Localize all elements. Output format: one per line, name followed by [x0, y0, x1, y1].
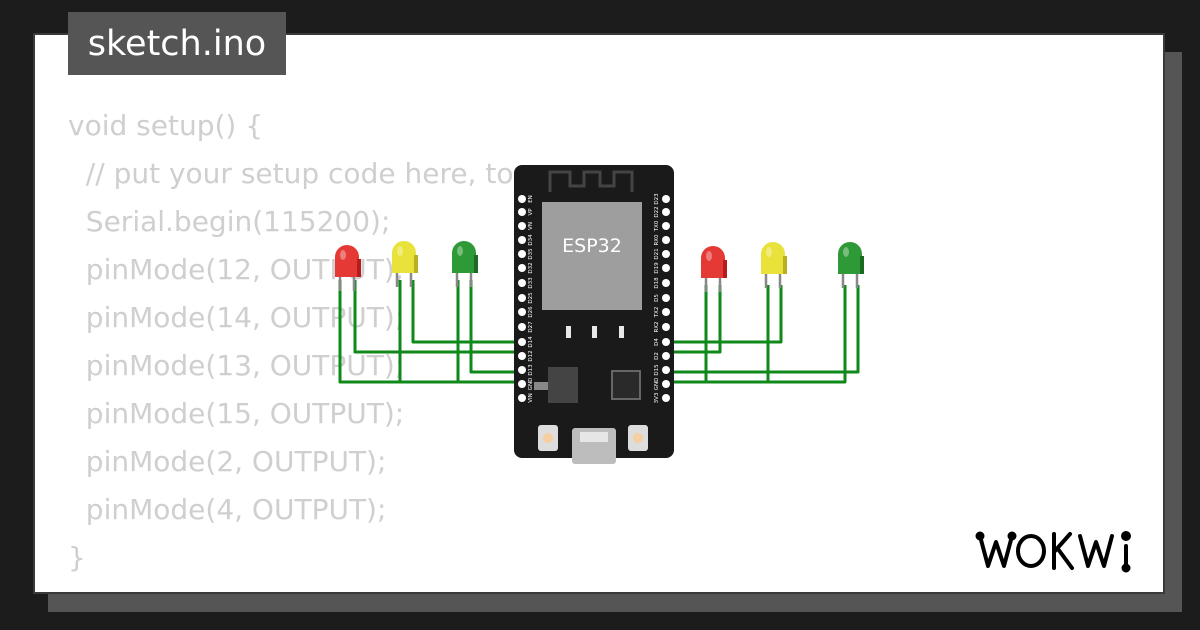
code-line: // put your setup code here, to run once… — [68, 157, 656, 190]
file-name-badge[interactable]: sketch.ino — [68, 12, 286, 75]
pin-label: D33 — [528, 277, 534, 289]
pin-label: D19 — [654, 262, 660, 274]
pin-label: D23 — [654, 193, 660, 205]
pin-label: 3V3 — [654, 392, 660, 403]
pin-label: D5 — [654, 294, 660, 302]
pin-label: D21 — [654, 248, 660, 259]
led[interactable] — [335, 245, 361, 291]
wire — [469, 280, 522, 374]
code-line: pinMode(2, OUTPUT); — [68, 445, 387, 478]
pin-label: TX2 — [654, 307, 660, 319]
chip-label: ESP32 — [562, 235, 622, 257]
led[interactable] — [761, 242, 787, 288]
wire — [666, 285, 847, 384]
pin-label: GND — [654, 378, 660, 391]
pin-label: D4 — [654, 338, 660, 346]
wires — [338, 280, 860, 384]
pin-label: EN — [528, 195, 534, 203]
code-line: pinMode(13, OUTPUT); — [68, 349, 405, 382]
pin-label: TX0 — [654, 220, 660, 232]
led[interactable] — [701, 246, 727, 292]
pin-label: D12 — [528, 350, 534, 361]
code-editor[interactable]: void setup() { // put your setup code he… — [68, 102, 655, 582]
pin-label: D2 — [654, 352, 660, 360]
pin-label: D32 — [528, 262, 534, 273]
led[interactable] — [392, 241, 418, 287]
wire — [666, 285, 783, 344]
usb-serial-chip — [611, 370, 641, 400]
led[interactable] — [838, 242, 864, 288]
pin-header-left — [518, 195, 526, 402]
pin-label: D34 — [528, 234, 534, 246]
wire — [338, 280, 522, 384]
pin-label: GND — [528, 378, 534, 391]
pin-label: D35 — [528, 248, 534, 260]
pin-label: D27 — [528, 321, 534, 333]
led[interactable] — [452, 241, 478, 287]
pin-label: D14 — [528, 336, 534, 348]
pin-label: D15 — [654, 364, 660, 376]
pin-label: D25 — [528, 292, 534, 304]
wire — [353, 280, 522, 354]
pin-label: RX0 — [654, 234, 660, 246]
code-line: void setup() { — [68, 109, 264, 142]
wire — [398, 280, 522, 384]
pin-label: D13 — [528, 364, 534, 376]
pin-label: VN — [528, 222, 534, 230]
wire — [666, 285, 770, 384]
pin-label: RX2 — [654, 321, 660, 332]
pin-label: D26 — [528, 306, 534, 318]
wokwi-logo — [975, 531, 1131, 573]
code-line: pinMode(4, OUTPUT); — [68, 493, 387, 526]
pin-label: D22 — [654, 206, 660, 217]
code-line: Serial.begin(115200); — [68, 205, 391, 238]
code-line: } — [68, 541, 86, 574]
code-line: pinMode(15, OUTPUT); — [68, 397, 405, 430]
voltage-regulator — [548, 367, 578, 403]
wire — [666, 285, 722, 354]
esp32-board[interactable]: ESP32 EN VP VN D34 — [514, 165, 674, 464]
pin-label: D18 — [654, 277, 660, 289]
esp32-chip — [542, 202, 642, 310]
wire — [666, 285, 860, 374]
pin-label: VIN — [528, 393, 534, 403]
code-line: pinMode(14, OUTPUT); — [68, 301, 405, 334]
pin-label: VP — [528, 208, 534, 216]
wire — [456, 280, 522, 384]
pin-header-right — [662, 195, 670, 402]
antenna-icon — [548, 170, 634, 192]
wire — [411, 280, 522, 344]
